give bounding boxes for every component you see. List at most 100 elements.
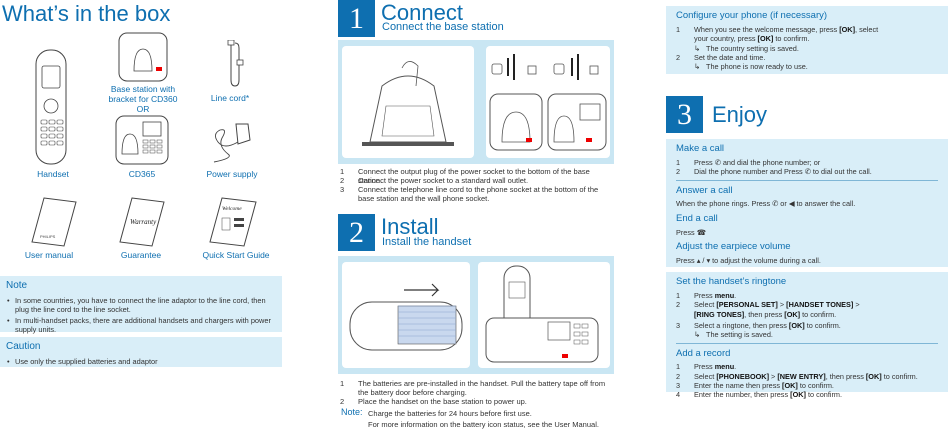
base-station-illustration xyxy=(118,32,168,82)
record-text: to confirm. xyxy=(881,371,918,381)
volume-text-part: to adjust the volume during a call. xyxy=(710,255,821,265)
user-manual-brand: PHILIPS xyxy=(40,234,56,239)
step-number: 3 xyxy=(676,381,681,391)
step-number: 3 xyxy=(676,320,681,330)
volume-text-part: / xyxy=(700,255,707,265)
record-text: . xyxy=(734,362,737,372)
call-icon: ✆ xyxy=(714,157,721,167)
end-text: Press xyxy=(676,227,697,237)
quick-start-label: Quick Start Guide xyxy=(202,250,270,260)
end-call-icon: ☎ xyxy=(696,227,706,237)
answer-call-text: When the phone rings. Press ✆ or ◀ to an… xyxy=(676,199,938,208)
welcome-text: Welcome xyxy=(222,206,242,212)
ringtone-text: . xyxy=(734,290,737,300)
line-cord-label: Line cord* xyxy=(210,93,250,103)
ok-key: [OK] xyxy=(784,309,801,319)
install-note-label: Note: xyxy=(341,407,363,417)
install-number: 2 xyxy=(338,214,375,251)
note-bullet: In some countries, you have to connect t… xyxy=(6,296,276,315)
record-text: > xyxy=(769,371,778,381)
make-call-text: Dial the phone number and Press xyxy=(694,167,805,177)
call-icon: ✆ xyxy=(804,167,811,177)
base-station-label: Base station with bracket for CD360 OR xyxy=(108,84,178,114)
ringtone-result: ↳The setting is saved. xyxy=(676,330,938,339)
connect-step-text: Connect the power socket to a standard w… xyxy=(358,176,529,185)
connect-step: 2 Connect the power socket to a standard… xyxy=(340,176,614,185)
line-cord-illustration xyxy=(227,40,244,87)
connect-step-text: Connect the telephone line cord to the p… xyxy=(358,185,599,203)
make-call-title: Make a call xyxy=(676,143,725,154)
record-text: Select xyxy=(694,371,717,381)
answer-text: or xyxy=(778,199,789,209)
configure-line: your country, press [OK] to confirm. xyxy=(676,34,938,43)
connect-subtitle: Connect the base station xyxy=(382,21,504,33)
answer-text: to answer the call. xyxy=(794,199,856,209)
battery-door-illustration xyxy=(349,283,463,351)
handset-illustration xyxy=(35,49,67,165)
configure-text: to confirm. xyxy=(773,34,810,44)
ringtone-text: Press xyxy=(694,290,715,300)
record-text: Press xyxy=(694,362,715,372)
connect-step-number: 3 xyxy=(340,185,345,194)
configure-text: Set the date and time. xyxy=(694,52,766,62)
record-text: , then press xyxy=(825,371,866,381)
connect-step-number: 2 xyxy=(340,176,345,185)
box-title: What’s in the box xyxy=(2,1,171,26)
record-title: Add a record xyxy=(676,347,731,359)
step-number: 2 xyxy=(676,167,681,177)
ok-key: [OK] xyxy=(865,371,882,381)
guarantee-illustration: Warranty xyxy=(119,197,165,247)
result-arrow-icon: ↳ xyxy=(694,43,701,53)
ringtone-line: [RING TONES], then press [OK] to confirm… xyxy=(676,310,938,319)
install-battery-image xyxy=(342,262,470,368)
configure-title: Configure your phone (if necessary) xyxy=(676,10,828,21)
result-arrow-icon: ↳ xyxy=(694,62,701,72)
cd365-label: CD365 xyxy=(128,169,156,179)
ok-key: [OK] xyxy=(782,381,798,391)
step-number: 2 xyxy=(676,371,681,381)
connect-step: 1 Connect the output plug of the power s… xyxy=(340,167,614,185)
install-step-text: Place the handset on the base station to… xyxy=(358,397,527,406)
record-text: Enter the number, then press xyxy=(694,390,791,400)
record-text: to confirm. xyxy=(805,390,843,400)
connect-step: 3 Connect the telephone line cord to the… xyxy=(340,185,614,203)
end-call-text: Press ☎ xyxy=(676,228,938,237)
step-number: 1 xyxy=(676,157,681,167)
configure-text: your country, press xyxy=(694,34,758,44)
divider xyxy=(676,342,938,344)
connect-bases-image xyxy=(486,46,610,158)
make-call-text: and dial the phone number; or xyxy=(720,157,821,167)
end-call-title: End a call xyxy=(676,212,718,224)
caution-bullet: Use only the supplied batteries and adap… xyxy=(6,357,276,367)
bases-illustration xyxy=(489,54,607,151)
volume-text-part: Press xyxy=(676,255,697,265)
guarantee-label: Guarantee xyxy=(120,250,162,260)
install-note-line: Charge the batteries for 24 hours before… xyxy=(368,409,532,418)
note-bullet: In multi-handset packs, there are additi… xyxy=(6,316,276,335)
handset-on-base-illustration xyxy=(485,265,599,363)
connect-step-number: 1 xyxy=(340,167,345,176)
menu-key: menu xyxy=(714,290,735,300)
connect-step-text: Connect the output plug of the power soc… xyxy=(358,167,590,185)
handset-label: Handset xyxy=(37,169,69,179)
quick-start-illustration: Welcome xyxy=(209,197,257,247)
user-manual-illustration: PHILIPS xyxy=(31,197,77,247)
configure-step-number: 1 xyxy=(676,24,681,34)
ok-key: [OK] xyxy=(757,34,774,44)
cd365-illustration xyxy=(115,115,169,165)
make-call-text: Press xyxy=(694,157,715,167)
install-step: 2 Place the handset on the base station … xyxy=(340,397,614,406)
answer-text: When the phone rings. Press xyxy=(676,199,773,209)
ringtone-text: Select xyxy=(694,300,717,310)
connect-base-bottom-image xyxy=(342,46,474,158)
configure-text: The country setting is saved. xyxy=(706,43,799,53)
install-step: 1 The batteries are pre-installed in the… xyxy=(340,379,614,397)
user-manual-label: User manual xyxy=(24,250,74,260)
